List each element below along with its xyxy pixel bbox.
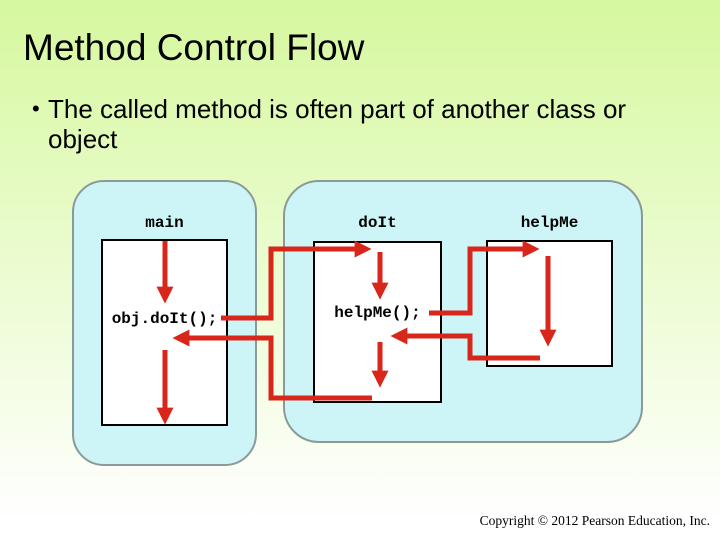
bullet-marker: • [32, 96, 40, 121]
code-statement-obj-doit: obj.doIt(); [111, 310, 218, 328]
copyright: Copyright © 2012 Pearson Education, Inc. [479, 513, 710, 528]
slide-title: Method Control Flow [23, 27, 365, 68]
method-label-helpme: helpMe [520, 214, 579, 232]
bullet-item: • The called method is often part of ano… [30, 94, 698, 154]
method-box-helpme [486, 240, 613, 367]
method-box-main [101, 239, 228, 426]
method-label-main: main [145, 214, 184, 232]
method-box-doit [313, 241, 442, 403]
bullet-text: The called method is often part of anoth… [48, 94, 627, 154]
code-statement-helpme: helpMe(); [334, 304, 421, 322]
method-label-doit: doIt [358, 214, 397, 232]
